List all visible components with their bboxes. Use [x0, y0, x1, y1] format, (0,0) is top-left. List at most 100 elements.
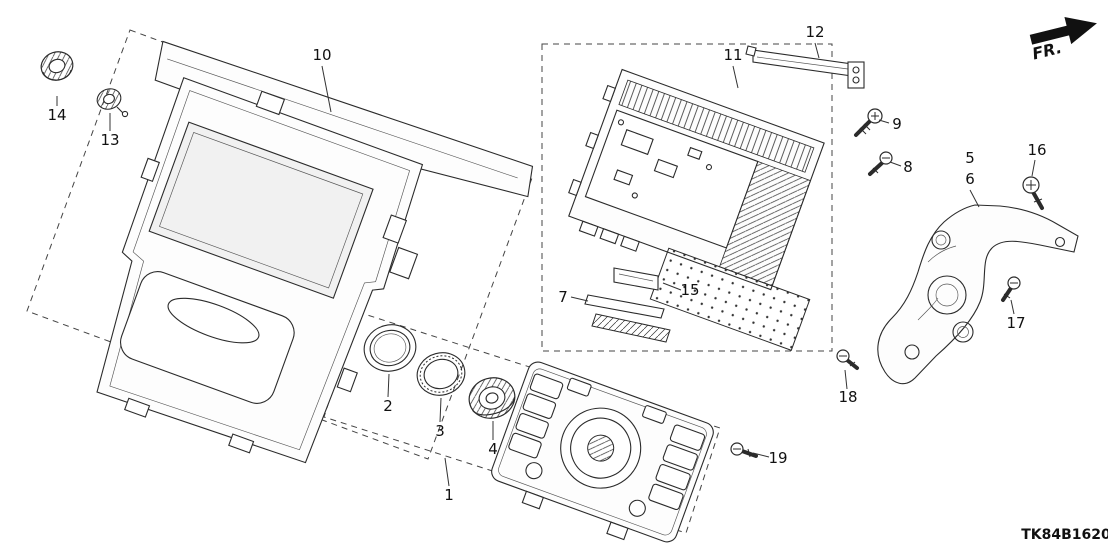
bracket-boss: [927, 275, 967, 315]
mount-tab: [336, 367, 358, 393]
pocket-oval: [167, 297, 260, 344]
part-label-7: 7: [558, 288, 568, 306]
ring-outer: [416, 352, 466, 396]
knob-stem: [116, 106, 124, 114]
volume-knob: [570, 417, 632, 479]
mount-tab: [382, 214, 408, 244]
part-label-17: 17: [1006, 314, 1025, 332]
part-14-cap-knob: [40, 51, 74, 81]
group-box-trim-panel: [26, 29, 533, 460]
knob-center: [48, 58, 66, 74]
panel-button: [508, 432, 542, 459]
ring-inner: [423, 358, 459, 390]
volume-knob-center: [587, 434, 615, 462]
part-label-18: 18: [838, 388, 857, 406]
part-1-control-panel: [491, 361, 714, 543]
knob-center: [485, 392, 499, 404]
part-7-strip: [584, 294, 671, 343]
unit-vent-strip: [618, 79, 815, 173]
part-2-trim-ring: [363, 324, 417, 372]
mount-tab: [606, 521, 629, 541]
screen-inner-line: [159, 132, 364, 289]
part-label-11: 11: [723, 46, 742, 64]
mount-tab: [228, 433, 255, 454]
bracket-hole: [931, 230, 951, 250]
panel-inner-border: [498, 368, 707, 536]
screw-shaft: [854, 119, 872, 137]
bracket-hole: [852, 76, 860, 84]
screw-thread: [1003, 293, 1011, 299]
lower-pocket-opening: [120, 271, 295, 404]
bracket-hole: [904, 344, 920, 360]
pcb-hole: [705, 164, 713, 171]
leader-line-12: [814, 42, 820, 59]
pcb-component: [620, 129, 654, 156]
round-button: [525, 462, 543, 480]
part-4-knob: [468, 377, 516, 419]
part-label-3: 3: [435, 422, 445, 440]
part-label-14: 14: [47, 106, 66, 124]
knob-stem-tip: [121, 110, 129, 118]
side-tab: [568, 178, 582, 197]
screw-thread: [747, 448, 751, 458]
panel-button: [669, 424, 706, 451]
bracket-hook: [745, 45, 757, 57]
part-label-15: 15: [680, 281, 699, 299]
part-10-center-trim-panel: [96, 40, 534, 464]
leader-line-7: [570, 296, 589, 302]
part-label-10: 10: [312, 46, 331, 64]
part-label-4: 4: [488, 440, 498, 458]
panel-button: [566, 377, 592, 397]
part-16-screw: [1022, 176, 1044, 210]
part-11-audio-unit: [568, 68, 825, 351]
part-3-knurled-ring: [416, 352, 466, 396]
panel-inner-border: [109, 90, 411, 451]
leader-line-9: [878, 119, 890, 124]
panel-button: [515, 413, 549, 439]
leader-line-19: [752, 452, 770, 458]
part-label-8: 8: [903, 158, 913, 176]
wing-detail-line: [167, 58, 518, 179]
bracket-arm-hole: [1054, 236, 1066, 248]
leader-line-8: [889, 161, 902, 167]
leader-line-18: [844, 369, 848, 390]
ring-outer: [363, 324, 417, 372]
bracket-detail-line: [618, 273, 654, 282]
screw-thread: [859, 127, 867, 135]
part-13-small-knob: [96, 88, 129, 118]
ring-inner: [373, 333, 407, 363]
mount-tab: [124, 397, 151, 418]
group-box-audio-unit: [541, 43, 833, 352]
pcb-hole: [631, 192, 638, 199]
part-9-screw: [854, 108, 883, 137]
leader-line-2: [387, 373, 390, 398]
connector: [620, 235, 640, 252]
pcb-hole: [617, 119, 625, 126]
mount-tab: [521, 490, 545, 510]
leader-line-1: [444, 457, 450, 487]
panel-button: [648, 483, 684, 511]
part-15-small-bracket: [613, 267, 659, 291]
screw-thread: [849, 361, 856, 367]
screw-shaft: [1031, 190, 1044, 210]
bracket-detail-line: [756, 56, 849, 70]
bracket-boss-inner: [935, 283, 959, 307]
screw-shaft: [1001, 286, 1013, 302]
leader-line-11: [732, 65, 739, 89]
part-label-2: 2: [383, 397, 393, 415]
ring-mid: [369, 329, 411, 367]
bracket-hole: [852, 66, 860, 74]
unit-mech-tray: [649, 247, 811, 351]
panel-button: [655, 463, 691, 491]
part-17-screw: [1001, 276, 1021, 302]
bracket-contour: [917, 297, 939, 321]
leader-line-5-6: [969, 189, 980, 208]
bracket-hole: [952, 321, 974, 343]
part-label-9: 9: [892, 115, 902, 133]
leader-line-10: [321, 65, 332, 113]
knob-skirt: [472, 396, 516, 416]
screw-thread: [1033, 198, 1043, 203]
side-tab: [585, 131, 599, 150]
fr-direction-indicator: FR.: [1029, 16, 1097, 64]
